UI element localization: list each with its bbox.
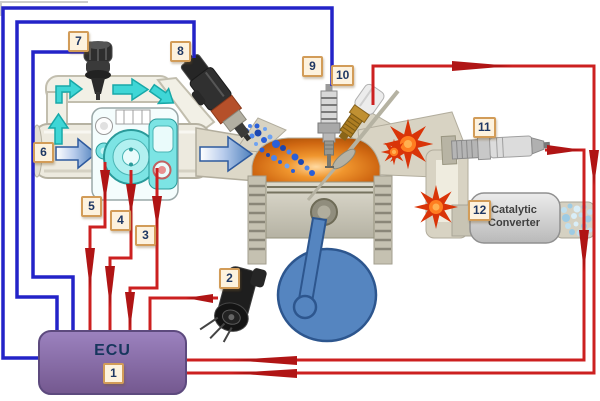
injector-spray bbox=[243, 123, 315, 176]
blue-wire-injector bbox=[15, 20, 196, 331]
label-1-ecu: 1 bbox=[103, 363, 124, 384]
label-11-oxygen-sensor: 11 bbox=[473, 117, 496, 138]
exhaust-flame-1 bbox=[382, 118, 434, 170]
arrow-down-w4b bbox=[105, 266, 115, 308]
label-4-wire: 4 bbox=[110, 210, 131, 231]
arrow-down-w5a bbox=[100, 170, 110, 202]
cyan-flow-arrows bbox=[47, 77, 175, 145]
spark-plug bbox=[317, 84, 341, 168]
ecu-box bbox=[38, 330, 187, 395]
arrow-down-w3b bbox=[125, 292, 135, 330]
arrow-right-temp bbox=[452, 61, 512, 71]
cyan-elbow-arrow bbox=[55, 78, 84, 104]
arrow-down-inner bbox=[579, 230, 589, 272]
cyan-up-arrow bbox=[47, 112, 70, 145]
coolant-temp-sensor bbox=[338, 83, 385, 141]
oxygen-sensor bbox=[440, 135, 551, 166]
crank-pin bbox=[292, 294, 318, 320]
arrow-down-outer bbox=[589, 150, 599, 186]
head-left bbox=[235, 117, 287, 153]
border-remnant bbox=[0, 1, 88, 16]
arrow-into-ecu-lower bbox=[231, 369, 297, 378]
arrow-into-ecu-upper bbox=[231, 356, 297, 365]
combustion-chamber bbox=[251, 137, 381, 187]
label-2-crank-sensor: 2 bbox=[219, 268, 240, 289]
blue-wires bbox=[1, 6, 334, 360]
exhaust-valve bbox=[306, 89, 400, 201]
arrow-down-w3a bbox=[152, 196, 162, 229]
arrow-right-o2 bbox=[547, 145, 583, 155]
arrow-down-w5b bbox=[85, 248, 95, 290]
arrow-down-w4a bbox=[126, 184, 136, 216]
ecu-title: ECU bbox=[94, 342, 131, 359]
label-8-injector: 8 bbox=[170, 41, 191, 62]
label-10-temp-sensor: 10 bbox=[331, 65, 355, 86]
exhaust-flame-2 bbox=[380, 138, 408, 166]
label-3-wire: 3 bbox=[135, 225, 156, 246]
cylinder-wall-right bbox=[373, 175, 393, 265]
label-7-idle-valve: 7 bbox=[68, 31, 89, 52]
red-wire-temp-sensor bbox=[186, 64, 596, 375]
label-9-spark-plug: 9 bbox=[302, 56, 323, 77]
cat-label-line1: Catalytic bbox=[491, 204, 537, 216]
crankshaft bbox=[276, 216, 378, 343]
exhaust-flame-3 bbox=[414, 185, 458, 229]
catalytic-converter-label: Catalytic Converter bbox=[468, 204, 560, 229]
label-12-catalytic: 12 bbox=[468, 200, 492, 221]
idle-air-control-valve bbox=[83, 41, 113, 100]
red-wire-crank-sensor bbox=[148, 296, 218, 331]
label-5-wire: 5 bbox=[81, 196, 102, 217]
arrow-left-w2 bbox=[186, 294, 213, 303]
cat-label-line2: Converter bbox=[488, 216, 540, 229]
red-flow-arrows bbox=[85, 61, 599, 378]
idle-air-bypass-tube bbox=[45, 75, 216, 136]
blue-wire-iacv bbox=[31, 50, 84, 331]
cyan-diagonal-arrow bbox=[148, 83, 175, 105]
label-6-air-intake: 6 bbox=[33, 142, 54, 163]
airflow-arrow-runner bbox=[199, 135, 254, 173]
cyan-right-arrow bbox=[112, 77, 150, 102]
blue-wire-spark-plug bbox=[1, 6, 334, 360]
cylinder-wall-left bbox=[247, 175, 267, 265]
airflow-arrow-intake bbox=[55, 137, 98, 170]
